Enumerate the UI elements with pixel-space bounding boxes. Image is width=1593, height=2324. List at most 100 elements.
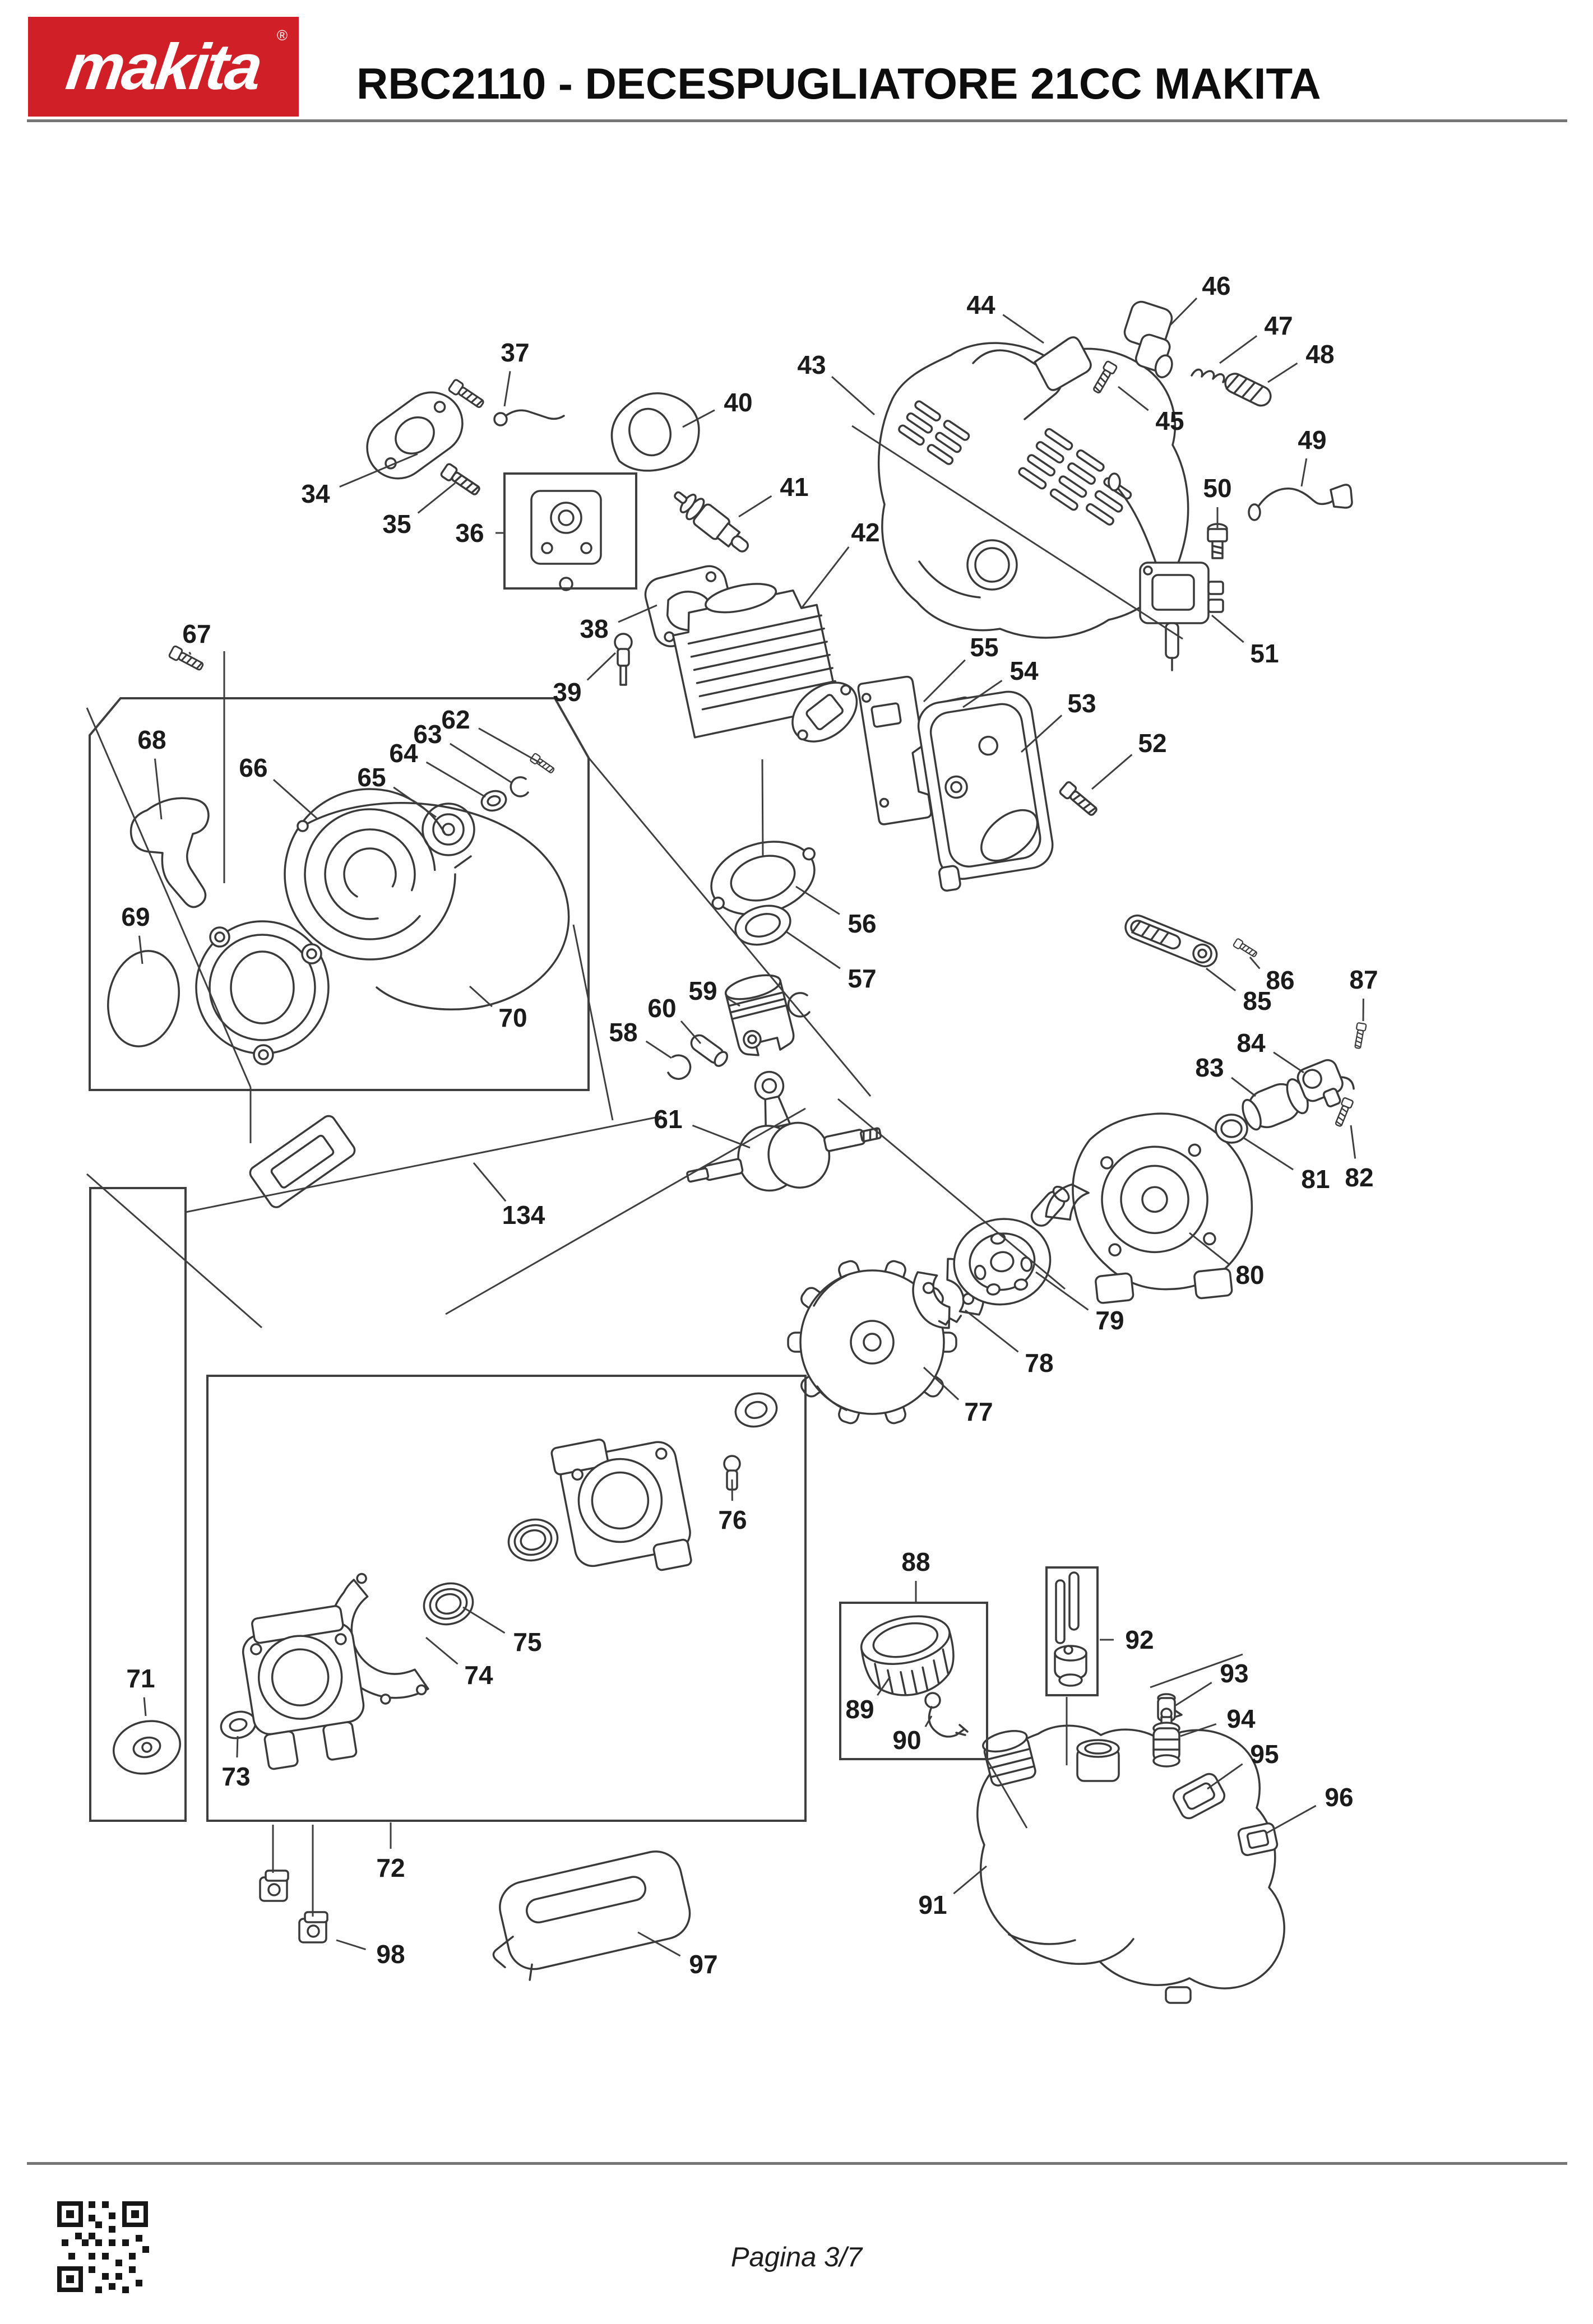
part-75-bearing — [423, 1582, 474, 1626]
fuel-cap-box — [839, 1602, 988, 1760]
part-label-74: 74 — [464, 1660, 493, 1690]
part-label-134: 134 — [502, 1200, 545, 1230]
part-34-gasket — [366, 391, 464, 480]
part-77-flywheel — [787, 1260, 957, 1425]
part-36-carburetor — [530, 490, 602, 591]
leader-line-79 — [1035, 1271, 1089, 1311]
part-81-oring — [1215, 1114, 1248, 1144]
part-66-rewind-spring — [284, 788, 472, 961]
part-96-grommet — [1237, 1822, 1279, 1857]
leader-line-58 — [645, 1040, 672, 1059]
leader-line-81 — [1243, 1137, 1294, 1171]
part-70-rope — [297, 802, 570, 1011]
part-label-72: 72 — [376, 1853, 405, 1882]
leader-line-75 — [462, 1606, 506, 1634]
crankcase-box — [206, 1375, 807, 1822]
part-46-plug-cap — [1123, 300, 1173, 378]
leader-line-74 — [425, 1636, 459, 1665]
part-49-fuel-line — [1248, 484, 1353, 521]
part-73-washer — [220, 1710, 257, 1739]
part-label-71: 71 — [126, 1664, 155, 1693]
part-label-39: 39 — [553, 678, 581, 707]
leader-line-55 — [923, 659, 966, 703]
connector-line — [851, 425, 1183, 640]
leader-line-44 — [1002, 314, 1044, 344]
leader-line-45 — [1118, 386, 1149, 411]
part-51-ignition-coil — [1108, 472, 1224, 671]
leader-line-66 — [272, 779, 317, 819]
part-label-60: 60 — [647, 994, 676, 1023]
carburetor-box — [503, 472, 637, 590]
part-71-rope-rotor — [112, 1720, 182, 1775]
part-label-69: 69 — [121, 902, 150, 931]
part-87-bolt — [1352, 1022, 1367, 1050]
connector-line — [86, 707, 252, 1088]
leader-line-78 — [965, 1309, 1019, 1353]
part-label-75: 75 — [513, 1627, 541, 1657]
leader-line-63 — [450, 743, 512, 783]
part-label-73: 73 — [221, 1762, 250, 1791]
leader-line-98 — [336, 1939, 366, 1950]
part-83-spacer — [1242, 1078, 1309, 1131]
crankcase-left — [242, 1605, 365, 1770]
part-55-plate — [857, 675, 932, 825]
part-label-40: 40 — [724, 388, 752, 417]
page-title: RBC2110 - DECESPUGLIATORE 21CC MAKITA — [356, 59, 1321, 108]
part-48-tube — [1224, 373, 1272, 407]
part-label-76: 76 — [718, 1505, 747, 1534]
leader-line-93 — [1174, 1682, 1212, 1707]
part-label-62: 62 — [441, 705, 470, 734]
leader-line-71 — [143, 1697, 147, 1717]
part-label-52: 52 — [1138, 729, 1166, 758]
connector-line — [761, 759, 764, 857]
rotor-box — [89, 1187, 187, 1822]
part-label-51: 51 — [1250, 639, 1279, 668]
part-label-92: 92 — [1125, 1625, 1154, 1654]
leader-line-83 — [1231, 1077, 1256, 1097]
makita-logo: makita ® — [28, 17, 299, 117]
group-frames — [86, 425, 1243, 1917]
bearing-mid — [507, 1518, 559, 1562]
part-label-35: 35 — [382, 509, 411, 539]
part-label-70: 70 — [498, 1003, 527, 1032]
part-86-bolt — [1232, 938, 1259, 959]
leader-line-90 — [924, 1715, 933, 1727]
connector-line — [1150, 1653, 1243, 1689]
connector-line — [86, 1173, 262, 1329]
part-label-93: 93 — [1220, 1659, 1248, 1688]
leader-line-46 — [1169, 298, 1198, 326]
leader-line-85 — [1206, 967, 1237, 991]
leader-line-73 — [236, 1736, 239, 1758]
page-number: Pagina 3/7 — [730, 2242, 863, 2272]
part-35-bolt — [439, 462, 483, 499]
part-80-crankcase-cover — [1045, 1112, 1253, 1304]
leader-line-134 — [473, 1162, 507, 1202]
connector-line — [837, 1098, 1066, 1290]
part-41-spark-plug — [674, 491, 749, 553]
leader-lines — [138, 298, 1364, 1957]
part-label-78: 78 — [1025, 1348, 1053, 1377]
footer-rule — [27, 2162, 1567, 2165]
connector-line — [572, 924, 614, 1121]
part-62-screw — [529, 752, 557, 776]
part-label-88: 88 — [901, 1547, 930, 1576]
part-label-81: 81 — [1301, 1165, 1330, 1194]
part-58-clip — [667, 1054, 692, 1080]
part-61-crankshaft — [686, 1070, 882, 1192]
leader-line-97 — [637, 1931, 681, 1957]
leader-line-34 — [339, 453, 418, 488]
part-label-87: 87 — [1349, 965, 1378, 994]
part-label-97: 97 — [689, 1950, 717, 1979]
part-50-bolt — [1207, 523, 1228, 559]
leader-line-94 — [1180, 1723, 1217, 1737]
part-label-85: 85 — [1243, 986, 1271, 1015]
part-76-bolt — [723, 1455, 741, 1491]
part-label-82: 82 — [1345, 1163, 1373, 1192]
part-57-ring — [734, 904, 791, 946]
leader-line-53 — [1020, 715, 1063, 753]
part-label-89: 89 — [845, 1695, 874, 1724]
leader-line-41 — [738, 495, 772, 518]
part-64-washer — [480, 790, 507, 812]
leader-line-62 — [478, 727, 541, 764]
